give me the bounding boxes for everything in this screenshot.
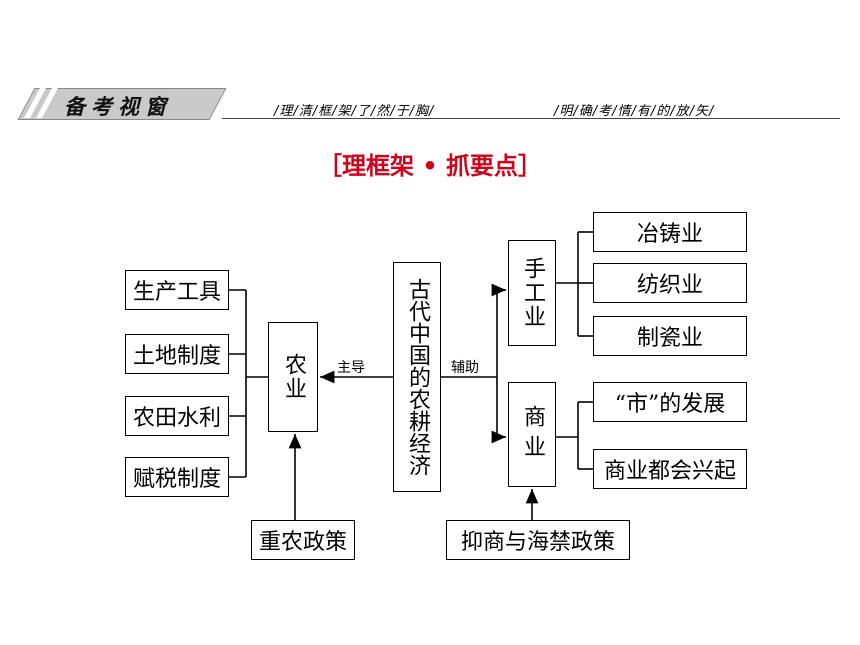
node-handicraft-label: 手工业: [520, 257, 545, 329]
header-rule: [222, 118, 840, 119]
banner-title: 备考视窗: [64, 95, 172, 119]
item-porcelain: 制瓷业: [593, 316, 747, 356]
node-agriculture: 农业: [268, 322, 318, 432]
item-irrigation: 农田水利: [125, 396, 229, 436]
node-handicraft: 手工业: [508, 240, 556, 346]
item-commercial-cities: 商业都会兴起: [593, 449, 747, 489]
item-land-system: 土地制度: [125, 334, 229, 374]
item-market-development: “市”的发展: [593, 382, 747, 422]
label-aux: 辅助: [451, 360, 479, 376]
item-metallurgy: 冶铸业: [593, 212, 747, 252]
item-textile: 纺织业: [593, 263, 747, 303]
item-tax-system: 赋税制度: [125, 457, 229, 497]
node-commerce-label: 商业: [520, 404, 545, 465]
node-agri-policy: 重农政策: [251, 520, 355, 560]
slogan-left: /理/清/框/架/了/然/于/胸/: [274, 104, 435, 119]
item-production-tools: 生产工具: [125, 270, 229, 310]
node-center-label: 古代中国的农耕经济: [405, 278, 430, 476]
section-title: ［理框架 • 抓要点］: [317, 152, 543, 180]
node-center: 古代中国的农耕经济: [393, 262, 441, 492]
label-main: 主导: [337, 360, 365, 376]
section-header: 备考视窗 /理/清/框/架/了/然/于/胸/ /明/确/考/情/有/的/放/矢/: [17, 86, 840, 124]
node-commerce-policy: 抑商与海禁政策: [446, 520, 630, 560]
node-agriculture-label: 农业: [281, 353, 306, 401]
node-commerce: 商业: [508, 382, 556, 487]
slogan-right: /明/确/考/情/有/的/放/矢/: [554, 104, 715, 119]
